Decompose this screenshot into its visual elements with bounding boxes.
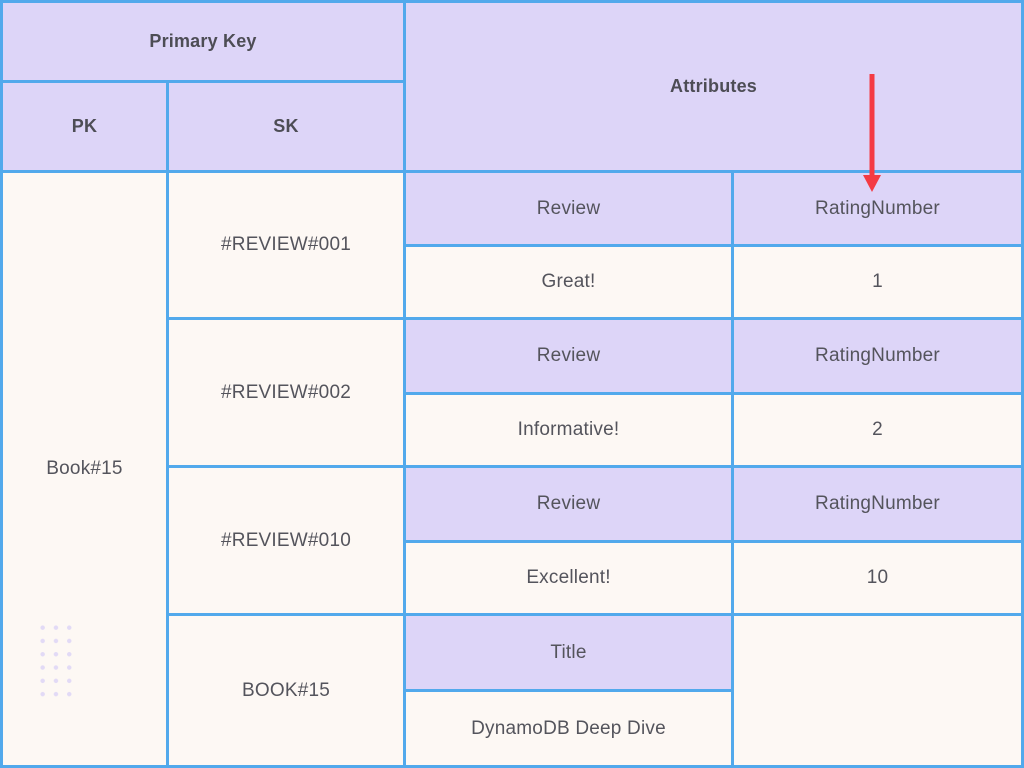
attribute-name-cell: Title [406, 616, 731, 689]
attribute-name-cell: RatingNumber [734, 468, 1021, 540]
attribute-value-cell: 10 [734, 543, 1021, 613]
attribute-value-cell: 1 [734, 247, 1021, 317]
pk-value-cell: Book#15 [3, 173, 166, 765]
attribute-name-cell: RatingNumber [734, 320, 1021, 392]
pk-value-label: Book#15 [46, 458, 123, 479]
attribute-value-cell: Informative! [406, 395, 731, 465]
attribute-value-cell: DynamoDB Deep Dive [406, 692, 731, 765]
attribute-value-cell: 2 [734, 395, 1021, 465]
attribute-value-cell: Excellent! [406, 543, 731, 613]
sk-value-cell: #REVIEW#002 [169, 320, 403, 465]
attribute-name-cell: RatingNumber [734, 173, 1021, 244]
primary-key-header: Primary Key [3, 3, 403, 80]
pk-column-header: PK [3, 83, 166, 170]
attribute-name-cell: Review [406, 320, 731, 392]
sk-column-header: SK [169, 83, 403, 170]
sk-value-cell: #REVIEW#001 [169, 173, 403, 317]
attribute-name-cell: Review [406, 468, 731, 540]
attribute-value-cell: Great! [406, 247, 731, 317]
sk-value-cell: BOOK#15 [169, 616, 403, 765]
attribute-name-cell: Review [406, 173, 731, 244]
dots-decoration [36, 621, 76, 701]
attributes-header: Attributes [406, 3, 1021, 170]
empty-attribute-cell [734, 616, 1021, 765]
sk-value-cell: #REVIEW#010 [169, 468, 403, 613]
